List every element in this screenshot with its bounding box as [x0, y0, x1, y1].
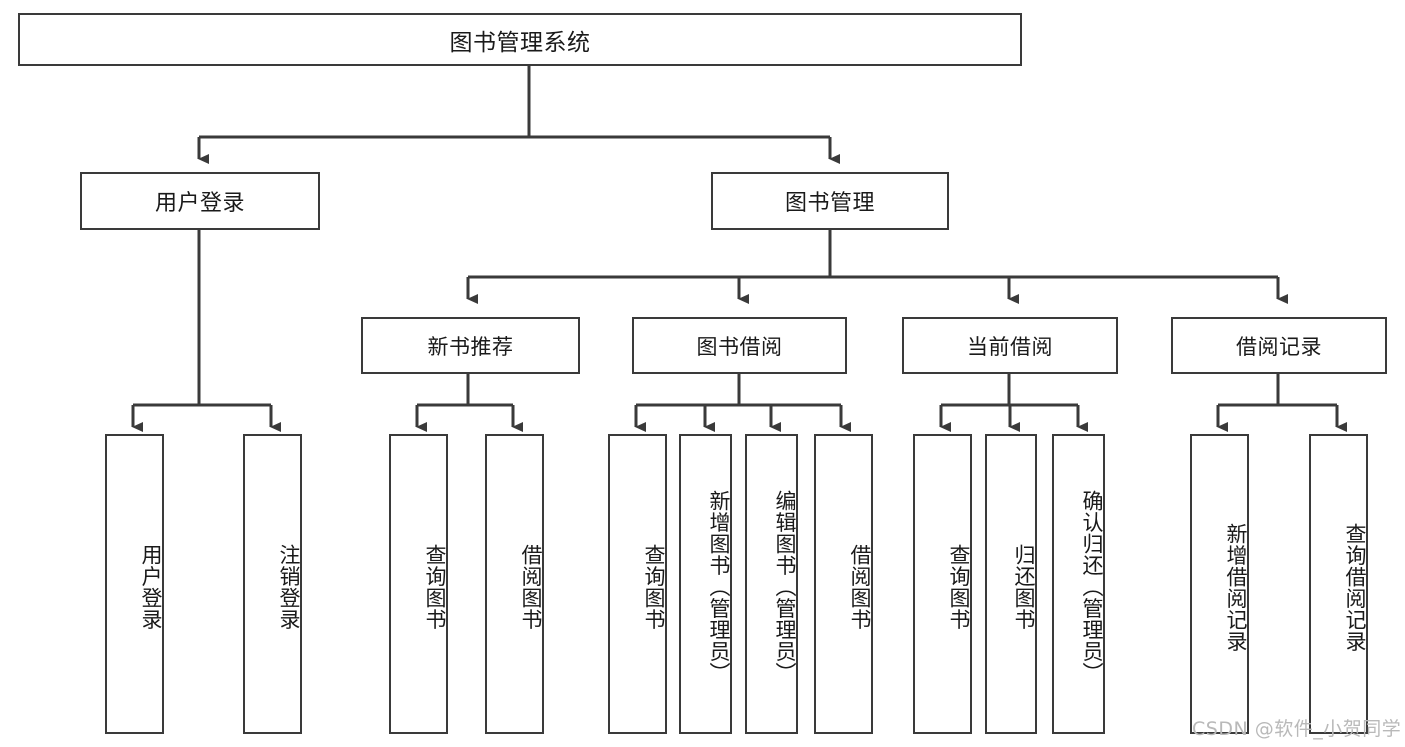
node-query-book-recommend[interactable]: 查询图书: [389, 434, 448, 734]
node-add-borrow-record[interactable]: 新增借阅记录: [1190, 434, 1249, 734]
node-borrow-record[interactable]: 借阅记录: [1171, 317, 1387, 374]
node-edit-book-admin-label: 编辑图书（管理员）: [773, 490, 797, 684]
node-add-book-admin-label: 新增图书（管理员）: [707, 490, 731, 684]
node-confirm-return-admin-label: 确认归还（管理员）: [1080, 490, 1104, 684]
node-user-login-leaf[interactable]: 用户登录: [105, 434, 164, 734]
node-query-book-borrow[interactable]: 查询图书: [608, 434, 667, 734]
node-return-book[interactable]: 归还图书: [985, 434, 1037, 734]
node-query-book-current[interactable]: 查询图书: [913, 434, 972, 734]
node-query-borrow-record[interactable]: 查询借阅记录: [1309, 434, 1368, 734]
node-book-manage[interactable]: 图书管理: [711, 172, 949, 230]
node-query-borrow-record-label: 查询借阅记录: [1343, 522, 1367, 652]
node-confirm-return-admin[interactable]: 确认归还（管理员）: [1052, 434, 1105, 734]
node-edit-book-admin[interactable]: 编辑图书（管理员）: [745, 434, 798, 734]
node-new-book-recommend[interactable]: 新书推荐: [361, 317, 580, 374]
node-return-book-label: 归还图书: [1012, 544, 1036, 630]
node-borrow-book-borrow-label: 借阅图书: [848, 544, 872, 630]
node-add-borrow-record-label: 新增借阅记录: [1224, 522, 1248, 652]
node-user-login-label: 用户登录: [154, 191, 245, 216]
node-query-book-recommend-label: 查询图书: [423, 544, 447, 630]
node-root-system[interactable]: 图书管理系统: [18, 13, 1022, 66]
node-borrow-record-label: 借阅记录: [1236, 334, 1322, 359]
node-user-login[interactable]: 用户登录: [80, 172, 320, 230]
node-logout-leaf[interactable]: 注销登录: [243, 434, 302, 734]
node-book-borrow-label: 图书借阅: [696, 334, 783, 359]
node-user-login-leaf-label: 用户登录: [139, 544, 163, 630]
node-book-borrow[interactable]: 图书借阅: [632, 317, 847, 374]
node-new-book-recommend-label: 新书推荐: [427, 334, 514, 359]
node-query-book-borrow-label: 查询图书: [642, 544, 666, 630]
node-borrow-book-recommend[interactable]: 借阅图书: [485, 434, 544, 734]
node-book-manage-label: 图书管理: [784, 191, 875, 216]
node-borrow-book-borrow[interactable]: 借阅图书: [814, 434, 873, 734]
node-root-label: 图书管理系统: [449, 29, 591, 56]
node-borrow-book-recommend-label: 借阅图书: [519, 544, 543, 630]
edges-group: [131, 66, 1347, 432]
node-logout-leaf-label: 注销登录: [277, 544, 301, 630]
node-current-borrow[interactable]: 当前借阅: [902, 317, 1118, 374]
node-current-borrow-label: 当前借阅: [967, 334, 1053, 359]
node-query-book-current-label: 查询图书: [947, 544, 971, 630]
node-add-book-admin[interactable]: 新增图书（管理员）: [679, 434, 732, 734]
